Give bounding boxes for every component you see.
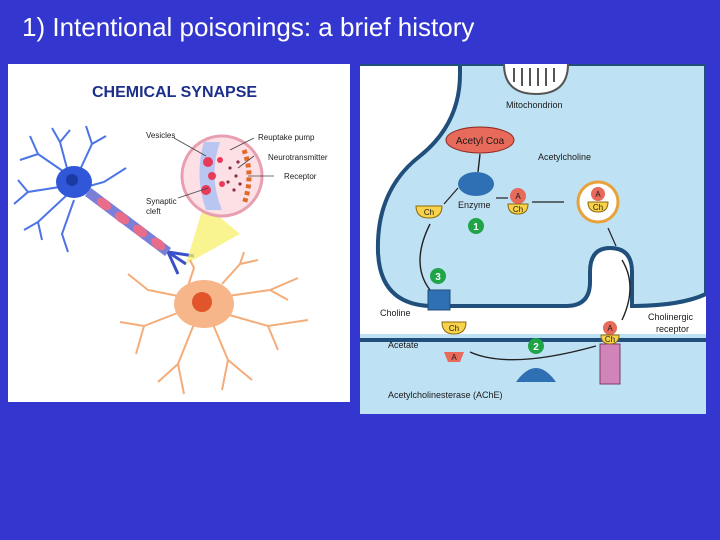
- synapse-heading: CHEMICAL SYNAPSE: [92, 84, 257, 101]
- svg-text:Ch: Ch: [513, 205, 523, 214]
- svg-text:2: 2: [533, 342, 539, 353]
- svg-text:A: A: [515, 192, 521, 201]
- neuron-nucleus: [192, 292, 212, 312]
- svg-text:A: A: [451, 353, 457, 362]
- acetylcholine-diagram: Mitochondrion Acetyl Coa Acetylcholine E…: [360, 64, 706, 414]
- svg-text:Ch: Ch: [605, 335, 615, 344]
- label-ache: Acetylcholinesterase (AChE): [388, 390, 503, 400]
- label-choline: Choline: [380, 308, 411, 318]
- label-neurotransmitter: Neurotransmitter: [268, 153, 328, 162]
- label-acetyl-coa: Acetyl Coa: [456, 136, 505, 147]
- chemical-synapse-panel: CHEMICAL SYNAPSE: [8, 64, 350, 402]
- chemical-synapse-diagram: CHEMICAL SYNAPSE: [8, 64, 350, 402]
- slide-title: 1) Intentional poisonings: a brief histo…: [22, 12, 474, 43]
- label-cleft: cleft: [146, 207, 161, 216]
- svg-text:Ch: Ch: [449, 324, 459, 333]
- label-receptor: Receptor: [284, 172, 317, 181]
- label-synaptic: Synaptic: [146, 197, 177, 206]
- enzyme-shape: [458, 172, 494, 196]
- choline-transporter: [428, 290, 450, 310]
- svg-text:Ch: Ch: [424, 208, 434, 217]
- svg-text:3: 3: [435, 272, 441, 283]
- label-vesicles: Vesicles: [146, 131, 175, 140]
- label-receptor-right: receptor: [656, 324, 689, 334]
- label-acetate: Acetate: [388, 340, 419, 350]
- label-reuptake-pump: Reuptake pump: [258, 133, 315, 142]
- svg-text:1: 1: [473, 222, 479, 233]
- label-enzyme: Enzyme: [458, 200, 491, 210]
- label-acetylcholine-top: Acetylcholine: [538, 152, 591, 162]
- label-mitochondrion: Mitochondrion: [506, 100, 563, 110]
- label-cholinergic: Cholinergic: [648, 312, 694, 322]
- svg-text:A: A: [595, 190, 601, 199]
- cholinergic-receptor: [600, 344, 620, 384]
- svg-text:A: A: [607, 324, 613, 333]
- acetylcholine-panel: Mitochondrion Acetyl Coa Acetylcholine E…: [360, 64, 706, 414]
- svg-text:Ch: Ch: [593, 203, 603, 212]
